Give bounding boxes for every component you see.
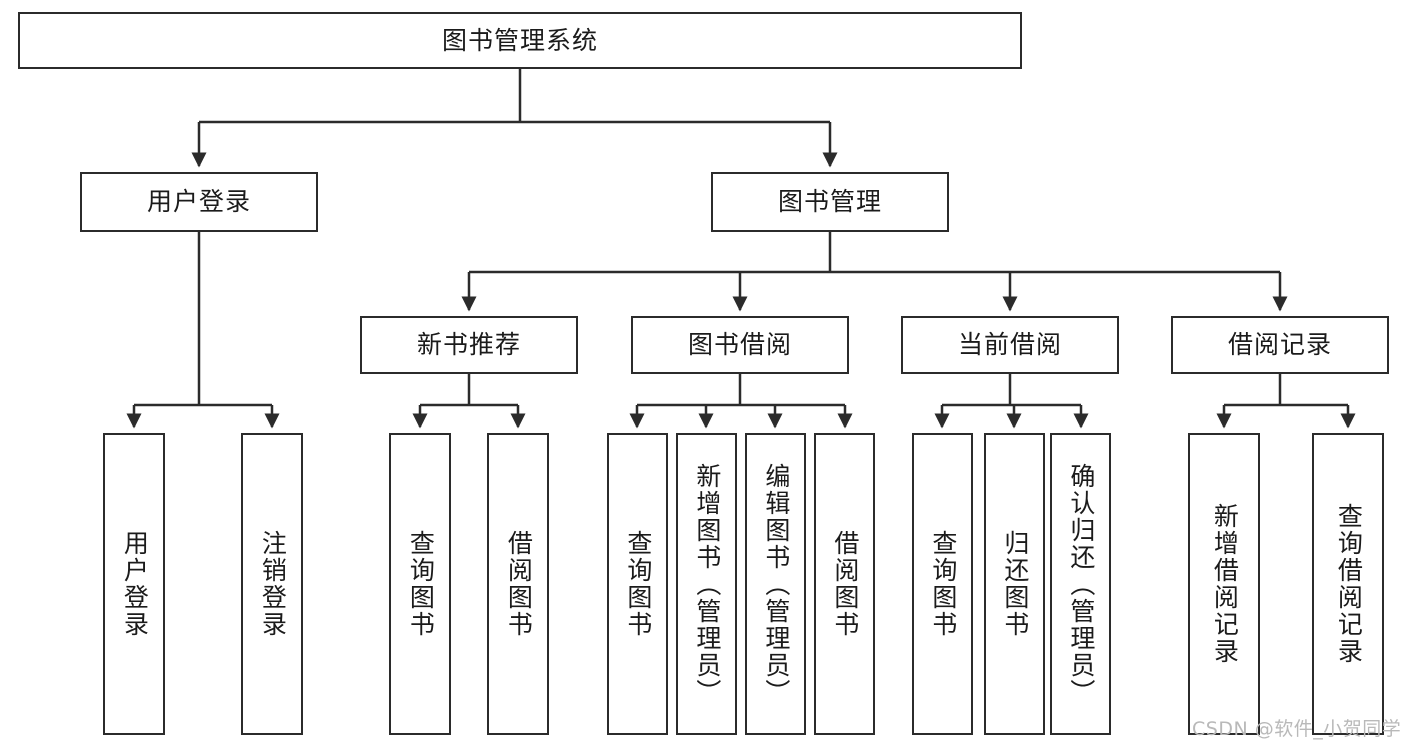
node-new-book-rec[interactable]: 新书推荐 [360,316,578,374]
node-book-borrow[interactable]: 图书借阅 [631,316,849,374]
csdn-watermark: CSDN @软件_小贺同学 [1192,718,1402,740]
leaf-label: 确认归还（管理员） [1066,462,1096,706]
leaf-label: 新增图书（管理员） [692,462,722,706]
node-user-login[interactable]: 用户登录 [80,172,318,232]
leaf-query-book-rec[interactable]: 查询图书 [389,433,451,735]
leaf-label: 查询图书 [623,530,653,638]
leaf-borrow-book-rec[interactable]: 借阅图书 [487,433,549,735]
node-book-manage[interactable]: 图书管理 [711,172,949,232]
leaf-label: 归还图书 [1000,530,1030,638]
leaf-add-record[interactable]: 新增借阅记录 [1188,433,1260,735]
leaf-label: 用户登录 [120,530,150,638]
leaf-label: 借阅图书 [830,530,860,638]
leaf-user-logout[interactable]: 注销登录 [241,433,303,735]
leaf-label: 借阅图书 [504,530,534,638]
leaf-label: 注销登录 [258,530,288,638]
leaf-label: 查询借阅记录 [1334,503,1364,665]
leaf-label: 编辑图书（管理员） [761,462,791,706]
leaf-user-login[interactable]: 用户登录 [103,433,165,735]
node-root[interactable]: 图书管理系统 [18,12,1022,69]
leaf-add-book[interactable]: 新增图书（管理员） [676,433,737,735]
leaf-edit-book[interactable]: 编辑图书（管理员） [745,433,806,735]
leaf-query-record[interactable]: 查询借阅记录 [1312,433,1384,735]
leaf-return-book[interactable]: 归还图书 [984,433,1045,735]
leaf-label: 新增借阅记录 [1210,503,1240,665]
leaf-query-book-current[interactable]: 查询图书 [912,433,973,735]
leaf-borrow-book[interactable]: 借阅图书 [814,433,875,735]
leaf-confirm-return[interactable]: 确认归还（管理员） [1050,433,1111,735]
leaf-query-book-borrow[interactable]: 查询图书 [607,433,668,735]
node-borrow-record[interactable]: 借阅记录 [1171,316,1389,374]
node-current-borrow[interactable]: 当前借阅 [901,316,1119,374]
leaf-label: 查询图书 [928,530,958,638]
leaf-label: 查询图书 [406,530,436,638]
